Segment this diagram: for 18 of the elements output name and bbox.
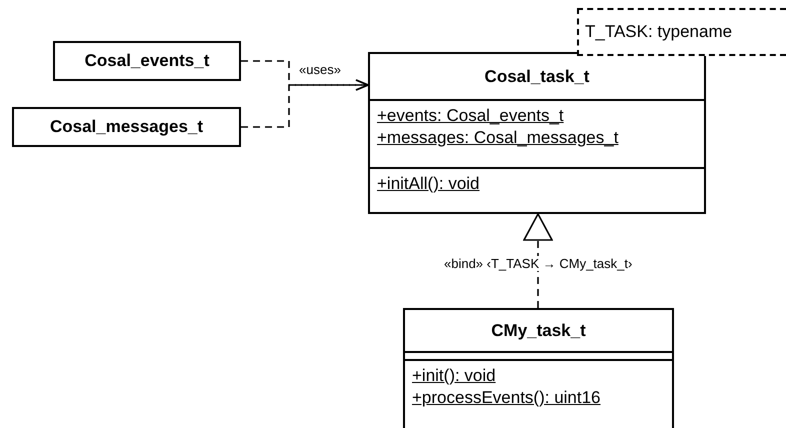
class-box: [368, 52, 706, 214]
class-box: [12, 107, 241, 147]
operation-text: +init(): void: [412, 364, 496, 387]
attribute-text: +messages: Cosal_messages_t: [377, 126, 618, 149]
dependency-arrow: [241, 79, 369, 128]
operation-text: +initAll(): void: [377, 173, 480, 196]
class-name: Cosal_messages_t: [50, 117, 204, 137]
class-box: [403, 308, 674, 428]
template-parameter-box: [577, 8, 786, 56]
realization-arrow: [523, 213, 553, 308]
class-name: CMy_task_t: [491, 320, 586, 341]
class-box: [53, 41, 241, 81]
class-name: Cosal_events_t: [84, 51, 210, 71]
attribute-text: +events: Cosal_events_t: [377, 104, 564, 127]
parameter-text: T_TASK: typename: [585, 22, 732, 42]
edge-label: «bind» ‹T_TASK → CMy_task_t›: [442, 256, 634, 270]
operation-text: +processEvents(): uint16: [412, 386, 601, 409]
class-name: Cosal_task_t: [484, 66, 590, 87]
